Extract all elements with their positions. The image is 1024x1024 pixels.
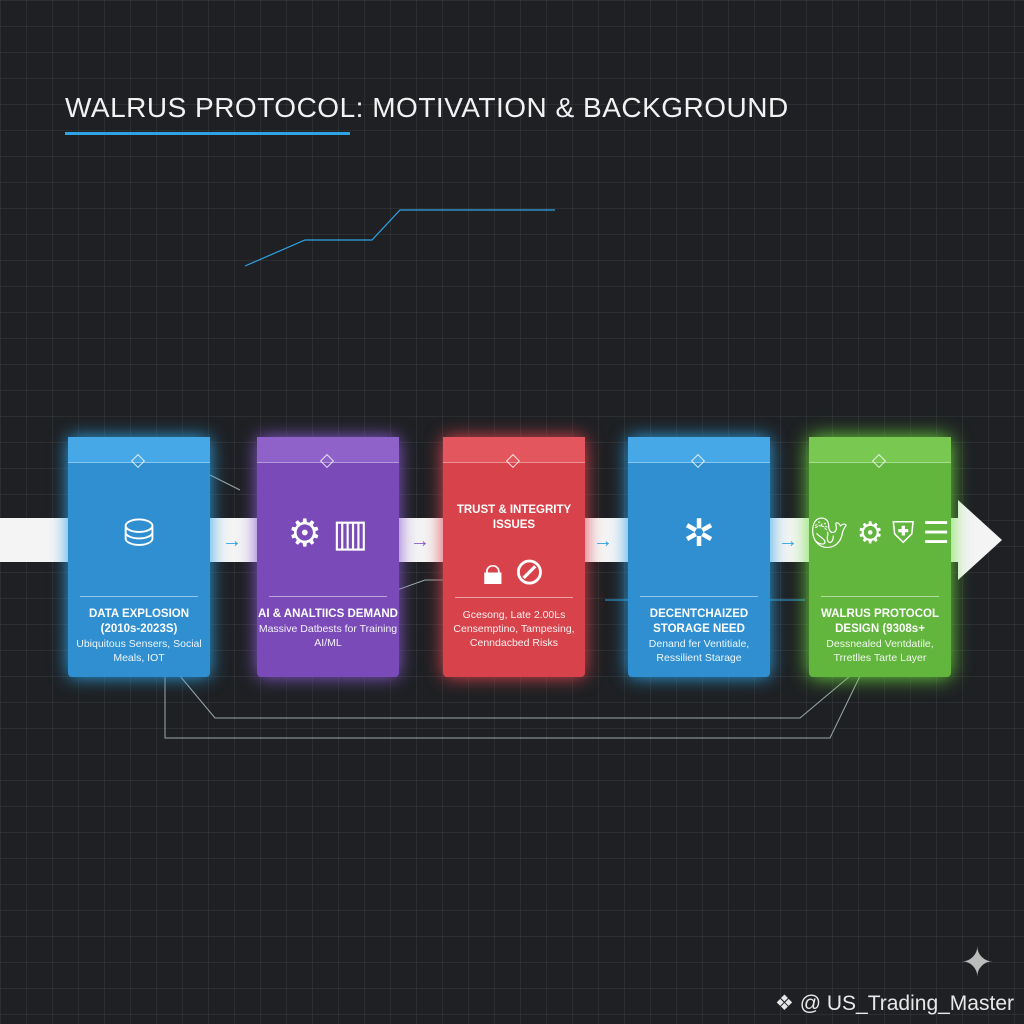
- watermark-text: @ US_Trading_Master: [799, 992, 1014, 1015]
- card-description: Massive Datbests for Training AI/ML: [258, 623, 398, 649]
- card-decentralized-storage: ✲ DECENTCHAIZED STORAGE NEED Denand fer …: [628, 437, 770, 677]
- card-trust-integrity: TRUST & INTEGRITY ISSUES 🔒︎ ⊘ Gcesong, L…: [443, 437, 585, 677]
- timeline-arrowhead: [958, 500, 1002, 580]
- card-heading: DECENTCHAIZED STORAGE NEED: [649, 608, 749, 635]
- arrow-icon: →: [778, 530, 798, 552]
- database-icon: ⛁: [123, 513, 155, 555]
- card-description: Ubiquitous Sensers, Social Meals, IOT: [76, 638, 202, 664]
- network-icon: ✲: [683, 513, 715, 555]
- card-walrus-design: 🦭︎ ⚙ ⛨ ☰ WALRUS PROTOCOL DESIGN (9308s+ …: [809, 437, 951, 677]
- card-heading: DATA EXPLOSION (2010s-2023S): [88, 608, 190, 635]
- title-underline: [65, 132, 350, 135]
- watermark: ❖ @ US_Trading_Master: [775, 991, 1014, 1016]
- card-heading: AI & ANALTIICS DEMAND: [258, 608, 398, 620]
- brain-chart-icon: ⚙ ▥: [287, 513, 369, 555]
- card-heading: TRUST & INTEGRITY ISSUES: [456, 504, 572, 531]
- card-ai-analytics: ⚙ ▥ AI & ANALTIICS DEMAND Massive Datbes…: [257, 437, 399, 677]
- sparkle-icon: ✦: [960, 941, 994, 985]
- binance-logo-icon: ❖: [775, 992, 800, 1015]
- card-description: Dessnealed Ventdatile, Trretlles Tarte L…: [826, 638, 934, 664]
- arrow-icon: →: [410, 530, 430, 552]
- walrus-shield-icon: 🦭︎ ⚙ ⛨ ☰: [810, 517, 950, 550]
- page-title: WALRUS PROTOCOL: MOTIVATION & BACKGROUND: [65, 92, 789, 123]
- card-heading: WALRUS PROTOCOL DESIGN (9308s+: [821, 608, 939, 635]
- arrow-icon: →: [593, 530, 613, 552]
- card-description: Denand fer Ventitiale, Ressilient Starag…: [648, 638, 750, 664]
- card-data-explosion: ⛁ DATA EXPLOSION (2010s-2023S) Ubiquitou…: [68, 437, 210, 677]
- arrow-icon: →: [222, 530, 242, 552]
- lock-forbidden-icon: 🔒︎ ⊘: [482, 550, 546, 593]
- card-description: Gcesong, Late 2.00Ŀs Censemptino, Tampes…: [453, 609, 575, 649]
